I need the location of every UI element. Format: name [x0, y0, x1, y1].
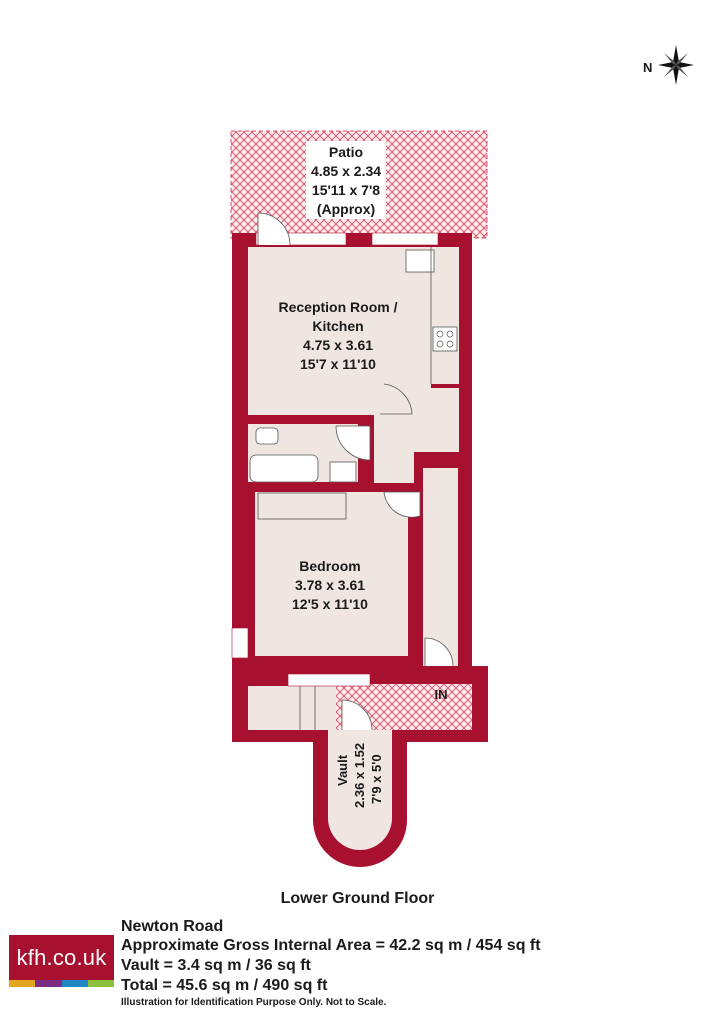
entrance-label: IN [435, 687, 448, 702]
corridor-floor [423, 468, 458, 666]
logo-strip-segment [87, 980, 114, 987]
patio-door-swing [257, 212, 291, 246]
reception-name-line2: Kitchen [312, 318, 363, 334]
logo-color-strip [9, 980, 114, 987]
vault-label: Vault 2.36 x 1.52 7'9 x 5'0 [335, 743, 384, 808]
area-summary: Newton Road Approximate Gross Internal A… [121, 917, 541, 1010]
reception-name-line1: Reception Room / [278, 299, 397, 315]
washbasin-icon [329, 461, 357, 483]
property-name: Newton Road [121, 918, 224, 935]
hob-ring [446, 330, 454, 338]
gross-area: Approximate Gross Internal Area = 42.2 s… [121, 937, 541, 954]
logo-strip-segment [9, 980, 36, 987]
patio-note: (Approx) [317, 201, 375, 217]
kitchen-window [371, 232, 439, 246]
bedroom-side-window [231, 627, 249, 659]
patio-imperial: 15'11 x 7'8 [312, 182, 380, 198]
compass-north-label: N [643, 60, 652, 75]
total-area: Total = 45.6 sq m / 490 sq ft [121, 977, 328, 994]
bedroom-imperial: 12'5 x 11'10 [292, 596, 368, 612]
kitchen-hob [432, 326, 458, 352]
bedroom-metric: 3.78 x 3.61 [295, 577, 365, 593]
vault-imperial: 7'9 x 5'0 [369, 754, 384, 804]
floor-title: Lower Ground Floor [280, 890, 435, 907]
entrance-door-swing [424, 637, 454, 667]
bedroom-wardrobe [257, 492, 347, 520]
logo-strip-segment [61, 980, 88, 987]
disclaimer: Illustration for Identification Purpose … [121, 997, 387, 1008]
bedroom-door-swing [383, 491, 421, 518]
logo-strip-segment [35, 980, 62, 987]
wc-icon [255, 427, 279, 445]
vault-area: Vault = 3.4 sq m / 36 sq ft [121, 957, 311, 974]
kitchen-sink [405, 249, 435, 273]
kfh-logo[interactable]: kfh.co.uk [9, 935, 114, 987]
reception-floor [248, 247, 431, 415]
bathtub-icon [249, 454, 319, 483]
vault-name: Vault [335, 754, 350, 786]
hall-door-swing [380, 383, 413, 415]
hob-ring [436, 330, 444, 338]
vault-metric: 2.36 x 1.52 [352, 743, 367, 808]
reception-imperial: 15'7 x 11'10 [300, 356, 376, 372]
vault-floor [328, 730, 392, 850]
cupboard-floor [414, 388, 459, 452]
logo-text: kfh.co.uk [9, 935, 114, 980]
bathroom-door-swing [335, 425, 371, 461]
bedroom-floor [255, 492, 408, 656]
vault-door-swing [341, 699, 373, 731]
kitchen-strip-floor [431, 247, 459, 384]
hall-floor [374, 413, 414, 483]
reception-metric: 4.75 x 3.61 [303, 337, 373, 353]
hob-ring [446, 340, 454, 348]
patio-label-box [306, 141, 386, 219]
stair-floor [248, 686, 336, 730]
compass-rose-icon [658, 45, 694, 85]
bedroom-name: Bedroom [299, 558, 360, 574]
patio-metric: 4.85 x 2.34 [311, 163, 381, 179]
patio-name: Patio [329, 144, 363, 160]
hob-ring [436, 340, 444, 348]
bedroom-window [287, 673, 371, 687]
